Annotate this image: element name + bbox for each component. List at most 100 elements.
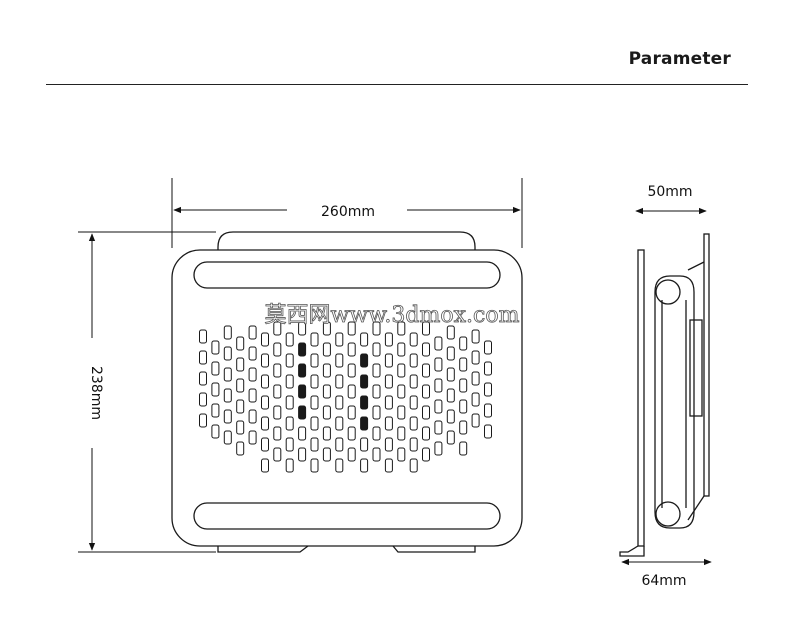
vent-hole <box>446 430 455 445</box>
vent-hole <box>285 374 294 389</box>
vent-hole <box>223 409 232 424</box>
vent-hole <box>459 378 468 393</box>
vent-hole <box>397 405 406 420</box>
vent-hole <box>397 363 406 378</box>
vent-hole <box>372 321 381 336</box>
vent-hole <box>211 424 220 439</box>
vent-hole <box>422 447 430 462</box>
vent-hole <box>484 382 492 397</box>
page-title: Parameter <box>628 49 731 69</box>
vent-hole <box>409 437 418 452</box>
vent-hole <box>236 441 245 456</box>
vent-hole <box>335 416 344 431</box>
vent-hole <box>285 437 294 452</box>
vent-hole <box>236 378 245 393</box>
vent-hole <box>211 382 220 397</box>
vent-hole <box>347 363 356 378</box>
vent-hole <box>236 357 245 372</box>
vent-hole <box>298 363 307 378</box>
vent-hole <box>360 374 369 389</box>
vent-hole <box>459 420 468 435</box>
vent-hole <box>347 426 356 441</box>
width-dimension <box>171 178 523 248</box>
vent-hole <box>322 405 331 420</box>
vent-hole <box>360 395 369 410</box>
depth-bottom-label: 64mm <box>641 573 686 589</box>
bottom-slot <box>193 502 501 530</box>
vent-hole <box>360 353 369 368</box>
vent-hole <box>372 426 381 441</box>
vent-hole <box>422 342 430 357</box>
vent-hole <box>384 458 393 473</box>
vent-hole <box>273 384 282 399</box>
side-back-plate <box>637 249 645 547</box>
width-label: 260mm <box>321 204 375 220</box>
vent-hole <box>310 416 319 431</box>
vent-hole <box>285 353 294 368</box>
top-hinge <box>655 279 681 305</box>
vent-hole <box>236 399 245 414</box>
vent-hole <box>199 413 207 428</box>
depth-top-label: 50mm <box>647 184 692 200</box>
vent-hole <box>211 340 220 355</box>
vent-hole <box>422 363 430 378</box>
vent-hole <box>261 437 269 452</box>
vent-hole <box>434 336 443 351</box>
vent-hole <box>409 395 418 410</box>
vent-hole <box>459 336 468 351</box>
vent-hole <box>322 384 331 399</box>
vent-hole <box>273 426 282 441</box>
vent-hole <box>261 395 269 410</box>
top-lip <box>217 231 476 250</box>
vent-hole <box>273 342 282 357</box>
vent-hole <box>347 447 356 462</box>
vent-hole <box>223 388 232 403</box>
vent-hole <box>335 437 344 452</box>
vent-hole <box>384 437 393 452</box>
vent-hole <box>484 340 492 355</box>
vent-hole <box>298 321 307 336</box>
vent-pattern <box>199 321 492 473</box>
vent-hole <box>360 458 369 473</box>
vent-hole <box>422 384 430 399</box>
vent-hole <box>211 361 220 376</box>
vent-hole <box>484 403 492 418</box>
vent-hole <box>261 353 269 368</box>
vent-hole <box>372 447 381 462</box>
vent-hole <box>434 378 443 393</box>
vent-hole <box>223 325 232 340</box>
vent-hole <box>273 405 282 420</box>
vent-hole <box>409 374 418 389</box>
vent-hole <box>397 384 406 399</box>
vent-hole <box>298 405 307 420</box>
vent-hole <box>335 332 344 347</box>
vent-hole <box>298 384 307 399</box>
vent-hole <box>211 403 220 418</box>
vent-hole <box>446 346 455 361</box>
vent-hole <box>459 357 468 372</box>
vent-hole <box>347 321 356 336</box>
height-dimension <box>78 231 216 553</box>
top-slot <box>193 261 501 289</box>
bottom-hinge <box>655 501 681 527</box>
vent-hole <box>360 332 369 347</box>
vent-hole <box>446 325 455 340</box>
vent-hole <box>471 392 480 407</box>
vent-hole <box>434 399 443 414</box>
vent-hole <box>261 374 269 389</box>
vent-hole <box>248 325 257 340</box>
vent-hole <box>310 437 319 452</box>
stand-plate <box>171 249 523 547</box>
vent-hole <box>335 374 344 389</box>
vent-hole <box>446 409 455 424</box>
vent-hole <box>372 363 381 378</box>
vent-hole <box>384 395 393 410</box>
vent-hole <box>199 371 207 386</box>
height-label: 238mm <box>88 366 104 420</box>
vent-hole <box>322 321 331 336</box>
vent-hole <box>248 409 257 424</box>
vent-hole <box>484 361 492 376</box>
vent-hole <box>335 395 344 410</box>
vent-hole <box>434 441 443 456</box>
vent-hole <box>446 367 455 382</box>
